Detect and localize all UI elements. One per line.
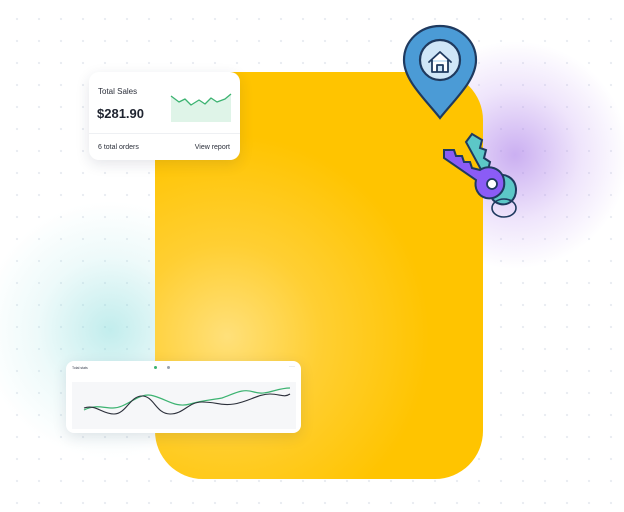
- tab-total-stats[interactable]: Total stats: [72, 366, 88, 370]
- key-ring: [491, 198, 517, 218]
- key-hole: [486, 178, 498, 190]
- total-sales-card: Total Sales $281.90 6 total orders View …: [89, 72, 240, 160]
- stats-chart-card: Total stats ···: [66, 361, 301, 433]
- legend-dot: [167, 366, 170, 369]
- sparkline-area: [171, 94, 231, 122]
- sales-sparkline: [170, 93, 232, 122]
- card-divider: [89, 133, 240, 134]
- sales-value: $281.90: [97, 106, 144, 121]
- legend-dot: [154, 366, 157, 369]
- more-options-icon[interactable]: ···: [289, 364, 295, 370]
- legend-item: [167, 366, 172, 369]
- series-line-dark: [83, 393, 291, 415]
- legend-item: [154, 366, 159, 369]
- chart-legend: [154, 366, 172, 369]
- stats-line-chart: [72, 382, 296, 429]
- home-location-pin-icon: [402, 24, 478, 120]
- key-icon: [443, 132, 518, 218]
- house-icon: [428, 51, 452, 73]
- stats-tabs: Total stats: [72, 366, 104, 370]
- sales-title: Total Sales: [98, 87, 138, 96]
- total-orders-text: 6 total orders: [98, 144, 139, 151]
- series-line-green: [83, 387, 291, 411]
- view-report-link[interactable]: View report: [194, 144, 230, 151]
- sparkline-line: [170, 93, 232, 106]
